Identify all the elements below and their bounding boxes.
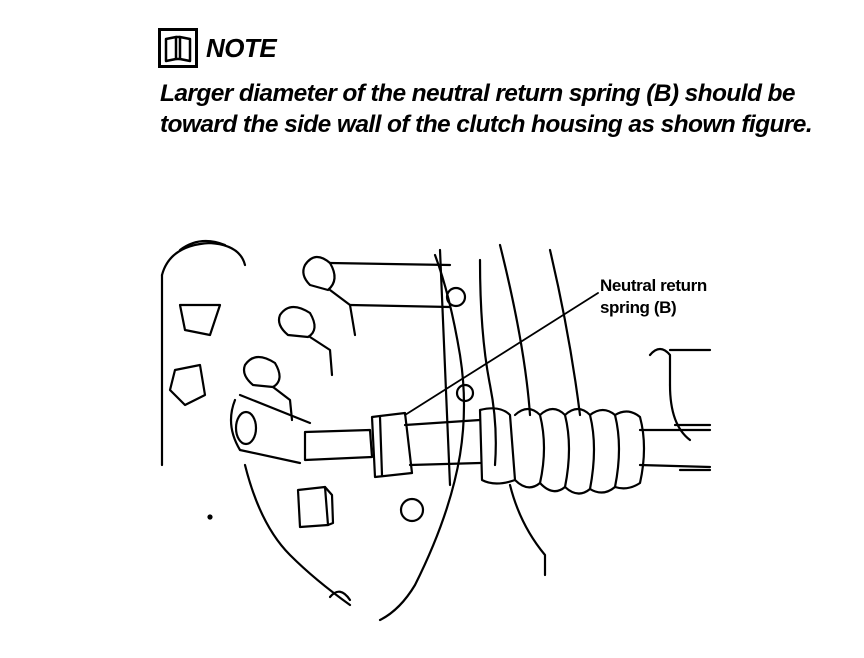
- callout-line-2: spring (B): [600, 298, 677, 317]
- callout-line-1: Neutral return: [600, 276, 707, 295]
- neutral-return-spring-label: Neutral return spring (B): [600, 275, 707, 319]
- book-icon: [158, 28, 198, 68]
- note-header: NOTE: [158, 28, 277, 68]
- clutch-housing-illustration: [160, 239, 712, 622]
- note-text: Larger diameter of the neutral return sp…: [160, 80, 813, 138]
- note-title: NOTE: [206, 32, 277, 63]
